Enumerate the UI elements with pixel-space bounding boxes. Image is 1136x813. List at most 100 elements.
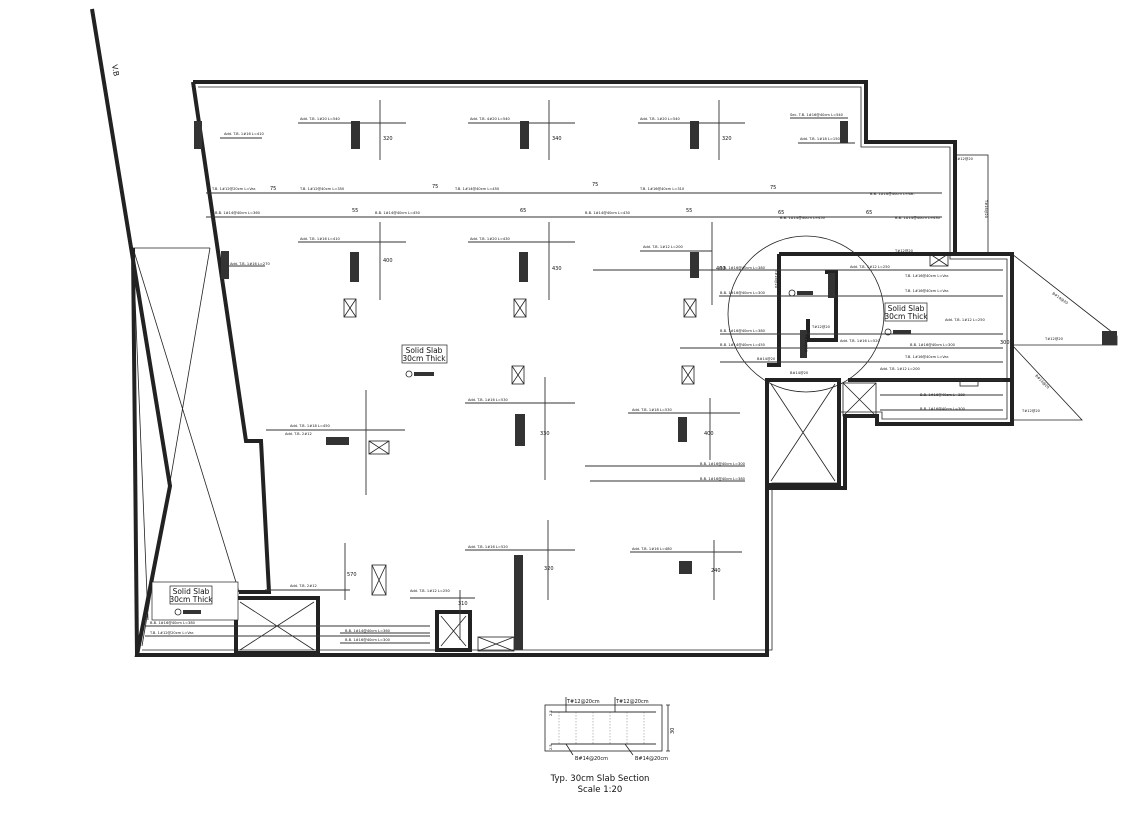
section-hatch <box>558 712 645 744</box>
rebar-annotation: Add. T.B. 1#12 L=200 <box>643 245 684 249</box>
section-bottom-bar-left: B#14@20cm <box>575 756 608 762</box>
column <box>515 414 525 446</box>
slab-label: Solid Slab 30cm Thick <box>884 302 928 336</box>
spacing-tag: B#14@20 <box>757 357 776 361</box>
rebar-annotation: B.B. 1#14@40cm L=450 <box>780 216 826 220</box>
section-outline <box>544 704 663 752</box>
spacing-tag: T#12@20 <box>894 249 914 253</box>
rebar-annotation: B.B. 1#14@40cm L=360 <box>345 629 391 633</box>
rebar-annotation: Add. T.B. 1#20 L=430 <box>470 237 511 241</box>
void-cross-1 <box>770 383 836 482</box>
rebar-annotation: Add. T.B. 1#12 L=200 <box>880 367 921 371</box>
dimension-label: 300 <box>1000 340 1010 346</box>
rebar-annotation: Add. T.B. 2#12 <box>290 584 317 588</box>
spacing-tag: B#14@20 <box>1051 292 1069 306</box>
section-leaders <box>565 697 634 756</box>
rebar-annotation: Add. T.B. 1#12 L=250 <box>850 265 891 269</box>
dimension-label: 240 <box>711 568 721 574</box>
slab-label-line2: 30cm Thick <box>169 595 213 604</box>
void-shaft-3 <box>435 610 472 652</box>
rebar-annotation: B.B. 1#16@40cm L=300 <box>920 407 966 411</box>
rebar-annotation: B.B. 1#16@40cm L=300 <box>910 343 956 347</box>
rebar-annotation: B.B. 1#16@40cm L=380 <box>700 477 746 481</box>
column <box>514 555 523 650</box>
column <box>690 121 699 149</box>
west-diagonal-wall <box>191 81 272 594</box>
rebar-annotation: Add. T.B. 2#12 <box>285 432 312 436</box>
openings <box>343 253 979 596</box>
slab-label-line1: Solid Slab <box>406 346 443 355</box>
void-shaft-2 <box>234 596 320 655</box>
column <box>194 121 202 149</box>
rebar-annotation: B.B. 1#14@40cm L=430 <box>585 211 631 215</box>
rebar-annotation: T.B. 1#16@40cm L=Var. <box>904 289 949 293</box>
dimension-label: 55 <box>352 208 358 214</box>
east-wing <box>1011 253 1118 421</box>
void-shaft-4 <box>842 382 877 417</box>
column <box>800 330 807 358</box>
column <box>828 273 835 298</box>
rebar-annotation: B.B. 1#16@40cm L=380 <box>920 393 966 397</box>
spacing-tag: T#16@20 <box>984 199 988 219</box>
dimension-label: 320 <box>383 136 393 142</box>
section-bottom-bar-right: B#14@20cm <box>635 756 668 762</box>
east-box <box>954 154 989 255</box>
rebar-annotation: B.B. 1#14@40cm L=450 <box>375 211 421 215</box>
rebar-annotation: T.B. 1#12@20cm L=Var. <box>149 631 194 635</box>
rebar-annotation: B.B. 1#16@40cm L=300 <box>720 291 766 295</box>
rebar-annotation: Sec. T.B. 1#16@40cm L=540 <box>790 113 844 117</box>
rebar-annotation: Add. T.B. 1#16 L=270 <box>230 262 271 266</box>
section-dim-line <box>666 704 670 752</box>
dimension-label: 65 <box>520 208 526 214</box>
rebar-annotation: T.B. 1#16@40cm L=Var. <box>904 274 949 278</box>
rebar-annotation: T.B. 1#16@40cm L=310 <box>639 187 685 191</box>
dimension-label: 65 <box>866 210 872 216</box>
rebar-annotation: Add. T.B. 1#18 L=150 <box>800 137 841 141</box>
rebar-annotation: B.B. 1#16@40cm L=380 <box>720 266 766 270</box>
rebar-annotation: Add. T.B. 1#16 L=520 <box>840 339 881 343</box>
rebar-annotation: Add. T.B. 1#20 L=540 <box>300 117 341 121</box>
rebar-annotation: Add. T.B. 4#20 L=540 <box>470 117 511 121</box>
rebar-annotation: Add. T.B. 1#20 L=540 <box>640 117 681 121</box>
slab-label-line2: 30cm Thick <box>884 312 928 321</box>
dimension-label: 75 <box>592 182 598 188</box>
rebar-annotation: B.B. 1#16@40cm L=300 <box>700 462 746 466</box>
rebar-annotation: B.B. 1#14@40cm L=430 <box>895 216 941 220</box>
slab-label: Solid Slab 30cm Thick <box>151 581 239 621</box>
dimension-label: 75 <box>270 186 276 192</box>
column <box>326 437 349 445</box>
dimension-group: 75 75 75 75 55 65 55 65 65 320 340 320 4… <box>270 136 1010 607</box>
dimension-label: 320 <box>722 136 732 142</box>
detail-callout-circle <box>727 235 885 393</box>
void-shaft-1 <box>765 378 841 487</box>
slab-marker <box>788 289 813 297</box>
spacing-tag: T#16@20 <box>804 333 808 353</box>
column <box>221 251 229 279</box>
rebar-annotation: Add. T.B. 1#18 L=450 <box>290 424 331 428</box>
spacing-tag: T#12@20 <box>811 325 831 329</box>
rebar-annotation: Add. T.B. 1#12 L=250 <box>945 318 986 322</box>
void-cross-4 <box>842 382 877 417</box>
dimension-label: 320 <box>544 566 554 572</box>
rebar-annotation: B.B. 1#16@40cm L=300 <box>345 638 391 642</box>
rebar-annotation-group: Add. T.B. 1#16 L=410 Add. T.B. 1#20 L=54… <box>149 113 986 642</box>
rebar-annotation: B.B. 1#16@40cm L=380 <box>150 621 196 625</box>
column <box>678 417 687 442</box>
dimension-label: 430 <box>552 266 562 272</box>
rebar-annotation: B.B. 1#14@40cm L=450 <box>720 343 766 347</box>
dimension-label: 310 <box>458 601 468 607</box>
dimension-label: 75 <box>770 185 776 191</box>
slab-label-line1: Solid Slab <box>173 587 210 596</box>
void-cross-3 <box>440 615 467 647</box>
section-title: Typ. 30cm Slab Section <box>550 774 650 784</box>
rebar-annotation: B.B. 1#16@40cm L=Var. <box>870 192 915 196</box>
rebar-annotation: Add. T.B. 1#16 L=520 <box>468 545 509 549</box>
dimension-label: 400 <box>383 258 393 264</box>
rebar-annotation: T.B. 1#12@40cm L=350 <box>299 187 345 191</box>
column <box>1102 331 1117 345</box>
dimension-label: 75 <box>432 184 438 190</box>
rebar-lines <box>145 100 1003 644</box>
column <box>679 561 692 574</box>
slab-label-line2: 30cm Thick <box>402 354 446 363</box>
